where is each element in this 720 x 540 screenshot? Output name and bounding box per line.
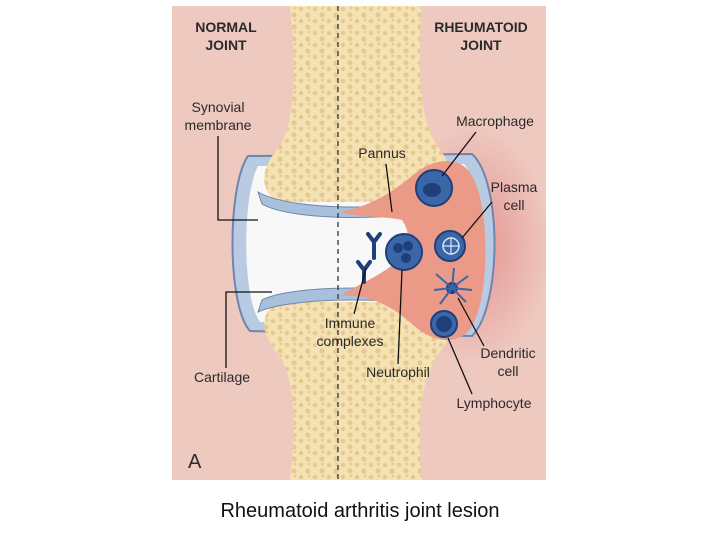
leader-dendritic	[457, 297, 485, 347]
leader-lymphocyte	[447, 337, 473, 395]
label-dendritic-line2: cell	[497, 363, 518, 379]
plasma-cell	[434, 230, 466, 262]
label-synovial-line2: membrane	[185, 117, 252, 133]
neutrophil-cell	[385, 233, 423, 271]
leader-cartilage	[225, 291, 272, 368]
label-plasma-line2: cell	[503, 197, 524, 213]
leader-neutrophil	[397, 269, 403, 365]
dendritic-cell	[433, 267, 473, 305]
leader-pannus	[385, 163, 393, 213]
right-heading-line1: RHEUMATOID	[434, 19, 528, 35]
label-cartilage: Cartilage	[194, 369, 250, 385]
leader-synovial	[217, 136, 258, 221]
leader-macrophage	[441, 131, 477, 177]
label-immune-line1: Immune	[325, 315, 376, 331]
left-heading-line2: JOINT	[205, 37, 247, 53]
right-heading-line2: JOINT	[460, 37, 502, 53]
joint-diagram-svg: NORMAL JOINT RHEUMATOID JOINT Synovial m…	[172, 6, 546, 480]
slide-caption: Rheumatoid arthritis joint lesion	[220, 500, 500, 522]
label-neutrophil: Neutrophil	[366, 364, 430, 380]
label-synovial-line1: Synovial	[192, 99, 245, 115]
leader-plasma	[461, 201, 493, 239]
left-heading-line1: NORMAL	[195, 19, 257, 35]
label-lymphocyte: Lymphocyte	[457, 395, 532, 411]
lymphocyte-cell	[430, 310, 458, 338]
panel-letter: A	[188, 451, 202, 473]
macrophage-cell	[415, 169, 453, 207]
leader-immune	[353, 267, 367, 315]
label-immune-line2: complexes	[317, 333, 384, 349]
upper-bone-texture	[264, 6, 453, 202]
label-macrophage: Macrophage	[456, 113, 534, 129]
lower-bone-texture	[264, 302, 453, 480]
label-pannus: Pannus	[358, 145, 405, 161]
label-dendritic-line1: Dendritic	[480, 345, 535, 361]
label-plasma-line1: Plasma	[491, 179, 538, 195]
joint-diagram: NORMAL JOINT RHEUMATOID JOINT Synovial m…	[172, 6, 546, 480]
